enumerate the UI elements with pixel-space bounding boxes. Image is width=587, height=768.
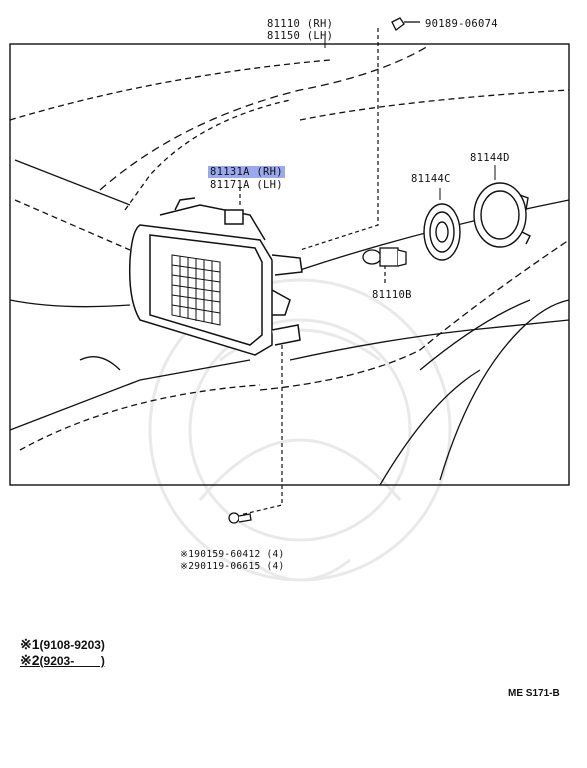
note-2: ※2(9203- ): [20, 652, 105, 669]
part-number: 90159-60412 (4): [194, 549, 285, 560]
highlight: 81131A (RH): [208, 166, 285, 178]
note-marker: ※1: [180, 549, 195, 560]
note-marker: ※2: [180, 561, 195, 572]
diagram-code: ME S171-B: [508, 688, 560, 699]
socket-81144d: [473, 182, 531, 248]
label-screw-2[interactable]: ※290119-06615 (4): [180, 561, 285, 573]
note-range: (9203- ): [39, 654, 105, 668]
label-unit-lh[interactable]: 81171A (LH): [210, 179, 283, 191]
label-socket-c[interactable]: 81144C: [411, 173, 451, 185]
label-socket-d[interactable]: 81144D: [470, 152, 510, 164]
part-number: 90119-06615 (4): [194, 561, 285, 572]
label-unit-rh[interactable]: 81131A (RH): [208, 166, 285, 178]
label-screw-1[interactable]: ※190159-60412 (4): [180, 549, 285, 561]
note-1: ※1(9108-9203): [20, 636, 105, 653]
clip-part: [391, 17, 420, 31]
leader-lines: [239, 28, 386, 516]
note-marker: ※2: [20, 652, 40, 668]
diagram-frame: [9, 43, 570, 486]
label-assy-rh[interactable]: 81110 (RH): [267, 18, 334, 30]
label-assy-lh[interactable]: 81150 (LH): [267, 30, 334, 42]
note-marker: ※1: [20, 636, 40, 652]
bulb-part: [362, 247, 407, 267]
leader-lines-solid: [324, 38, 496, 200]
headlamp-lens-grid: [171, 254, 221, 326]
note-range: (9108-9203): [39, 638, 105, 652]
watermark-emblem: [148, 278, 452, 582]
screw-part: [228, 512, 252, 524]
vehicle-body-outline: [9, 44, 570, 486]
label-bulb[interactable]: 81110B: [372, 289, 412, 301]
label-clip[interactable]: 90189-06074: [425, 18, 498, 30]
headlamp-unit: [128, 197, 303, 356]
socket-81144c: [423, 203, 461, 261]
